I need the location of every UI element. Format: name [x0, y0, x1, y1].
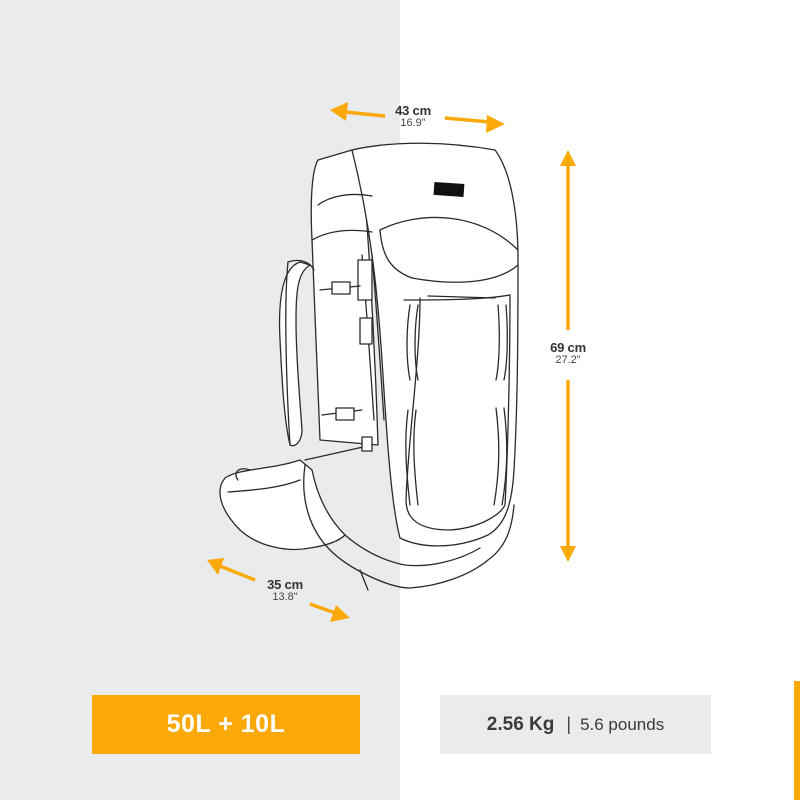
capacity-text: 50L + 10L: [166, 710, 286, 738]
weight-kg: 2.56 Kg: [486, 713, 555, 735]
width-dimension-label: 43 cm 16.9": [383, 104, 443, 129]
accent-edge-bar: [794, 681, 800, 800]
depth-dimension-label: 35 cm 13.8": [255, 578, 315, 603]
width-cm: 43 cm: [395, 103, 431, 118]
weight-badge: 2.56 Kg | 5.6 pounds: [440, 695, 711, 754]
depth-cm: 35 cm: [267, 577, 303, 592]
height-dimension-label: 69 cm 27.2": [538, 341, 598, 366]
width-inch: 16.9": [400, 117, 426, 129]
weight-pounds: 5.6 pounds: [580, 714, 665, 734]
height-cm: 69 cm: [550, 340, 586, 355]
depth-inch: 13.8": [272, 591, 298, 603]
width-arrow-left: [344, 110, 386, 118]
capacity-badge: 50L + 10L: [92, 695, 360, 754]
weight-separator: |: [566, 714, 572, 734]
height-inch: 27.2": [555, 354, 581, 366]
